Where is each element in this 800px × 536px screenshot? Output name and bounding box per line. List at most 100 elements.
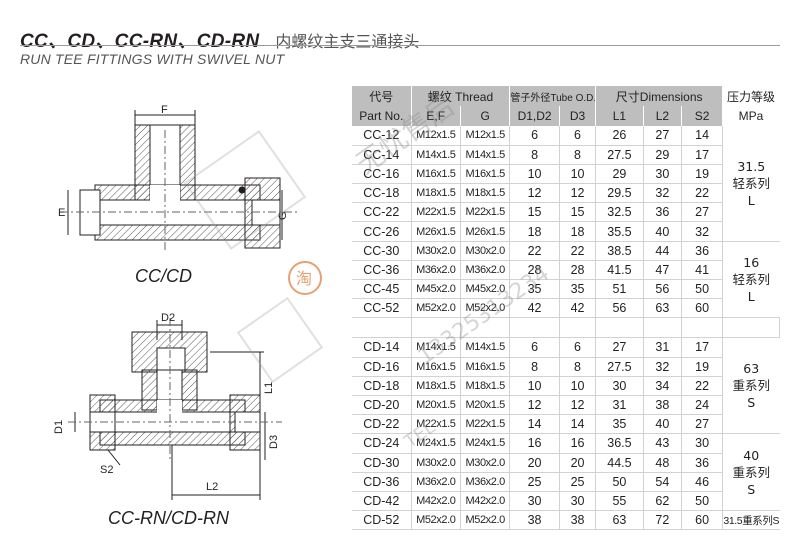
cell: 27.5 [595, 145, 644, 165]
cell: 28 [509, 260, 560, 281]
cell: 16 [509, 433, 560, 454]
cell: 28 [559, 260, 597, 281]
cell: M14x1.5 [411, 145, 461, 165]
cell: M36x2.0 [411, 472, 461, 492]
cell: 38 [643, 395, 683, 416]
cell: 15 [509, 202, 560, 223]
pressure-line: 31.5 [737, 158, 766, 174]
cell: M16x1.5 [411, 357, 461, 377]
cell: CD-30 [352, 453, 412, 473]
cell: CC-36 [352, 260, 412, 281]
cell: M20x1.5 [460, 395, 511, 416]
cell: M45x2.0 [460, 279, 511, 300]
cell: 36 [681, 241, 724, 261]
cell: 27.5 [595, 357, 644, 377]
cell: 36.5 [595, 433, 644, 454]
cell: 29.5 [595, 183, 644, 204]
separator-cell [681, 317, 724, 339]
cell: 60 [681, 298, 724, 319]
cell: M22x1.5 [411, 202, 461, 223]
cell: 12 [559, 183, 597, 204]
cell: 22 [559, 241, 597, 261]
pressure-line: S [747, 481, 756, 497]
technical-drawings: F E G [20, 90, 340, 530]
cell: 50 [595, 472, 644, 492]
cell: 6 [559, 126, 597, 146]
cell: 31 [643, 337, 683, 358]
cell: 10 [559, 164, 597, 185]
th-dims: 尺寸Dimensions [595, 86, 724, 106]
cell: 12 [509, 395, 560, 416]
cell: M24x1.5 [460, 433, 511, 454]
cell: CC-16 [352, 164, 412, 185]
th-ef: E,F [411, 106, 461, 126]
cell: M12x1.5 [411, 126, 461, 146]
th-d1d2: D1,D2 [509, 106, 560, 126]
cell: 46 [681, 472, 724, 492]
cell: 8 [509, 357, 560, 377]
label-d1: D1 [53, 420, 65, 434]
cell: 6 [509, 126, 560, 146]
cell: M22x1.5 [411, 414, 461, 435]
cell: 22 [509, 241, 560, 261]
cell: 27 [681, 414, 724, 435]
pressure-line: 轻系列 [732, 175, 771, 191]
cell: M22x1.5 [460, 414, 511, 435]
cell: 72 [643, 510, 683, 531]
cell: 30 [509, 491, 560, 512]
cell: M16x1.5 [460, 357, 511, 377]
cell: M30x2.0 [411, 241, 461, 261]
cell: 30 [643, 164, 683, 185]
th-thread: 螺纹 Thread [411, 86, 511, 106]
cell: M36x2.0 [460, 472, 511, 492]
cell: CD-18 [352, 376, 412, 396]
cell: 6 [509, 337, 560, 358]
cell: 22 [681, 183, 724, 204]
cell: M26x1.5 [460, 221, 511, 242]
cell: M36x2.0 [460, 260, 511, 281]
cell: 36 [681, 453, 724, 473]
cell: 14 [509, 414, 560, 435]
th-pressure: 压力等级 [722, 86, 780, 106]
cc-rn-cd-rn-drawing [68, 318, 282, 500]
cell: 50 [681, 279, 724, 300]
cell: M52x2.0 [411, 298, 461, 319]
cell: 55 [595, 491, 644, 512]
cell: 6 [559, 337, 597, 358]
cell: 24 [681, 395, 724, 416]
cell: 48 [643, 453, 683, 473]
cell: CD-36 [352, 472, 412, 492]
cell: 20 [559, 453, 597, 473]
cc-cd-drawing [60, 110, 300, 250]
cell: 12 [509, 183, 560, 204]
cell: 25 [509, 472, 560, 492]
cell: CC-45 [352, 279, 412, 300]
cell: 63 [595, 510, 644, 531]
cell: M52x2.0 [460, 510, 511, 531]
cell: 32 [643, 183, 683, 204]
cell: 32 [681, 221, 724, 242]
cell: 29 [595, 164, 644, 185]
cell: 26 [595, 126, 644, 146]
cell: 16 [559, 433, 597, 454]
cell: CC-30 [352, 241, 412, 261]
pressure-line: 16 [743, 255, 760, 270]
separator-cell [722, 317, 780, 339]
cell: 42 [559, 298, 597, 319]
cell: 32 [643, 357, 683, 377]
th-code: 代号 [352, 86, 412, 106]
cell: M14x1.5 [411, 337, 461, 358]
cell: M18x1.5 [460, 376, 511, 396]
cell: CC-12 [352, 126, 412, 146]
cell: 44 [643, 241, 683, 261]
cell: M52x2.0 [460, 298, 511, 319]
label-l1: L1 [263, 382, 275, 394]
